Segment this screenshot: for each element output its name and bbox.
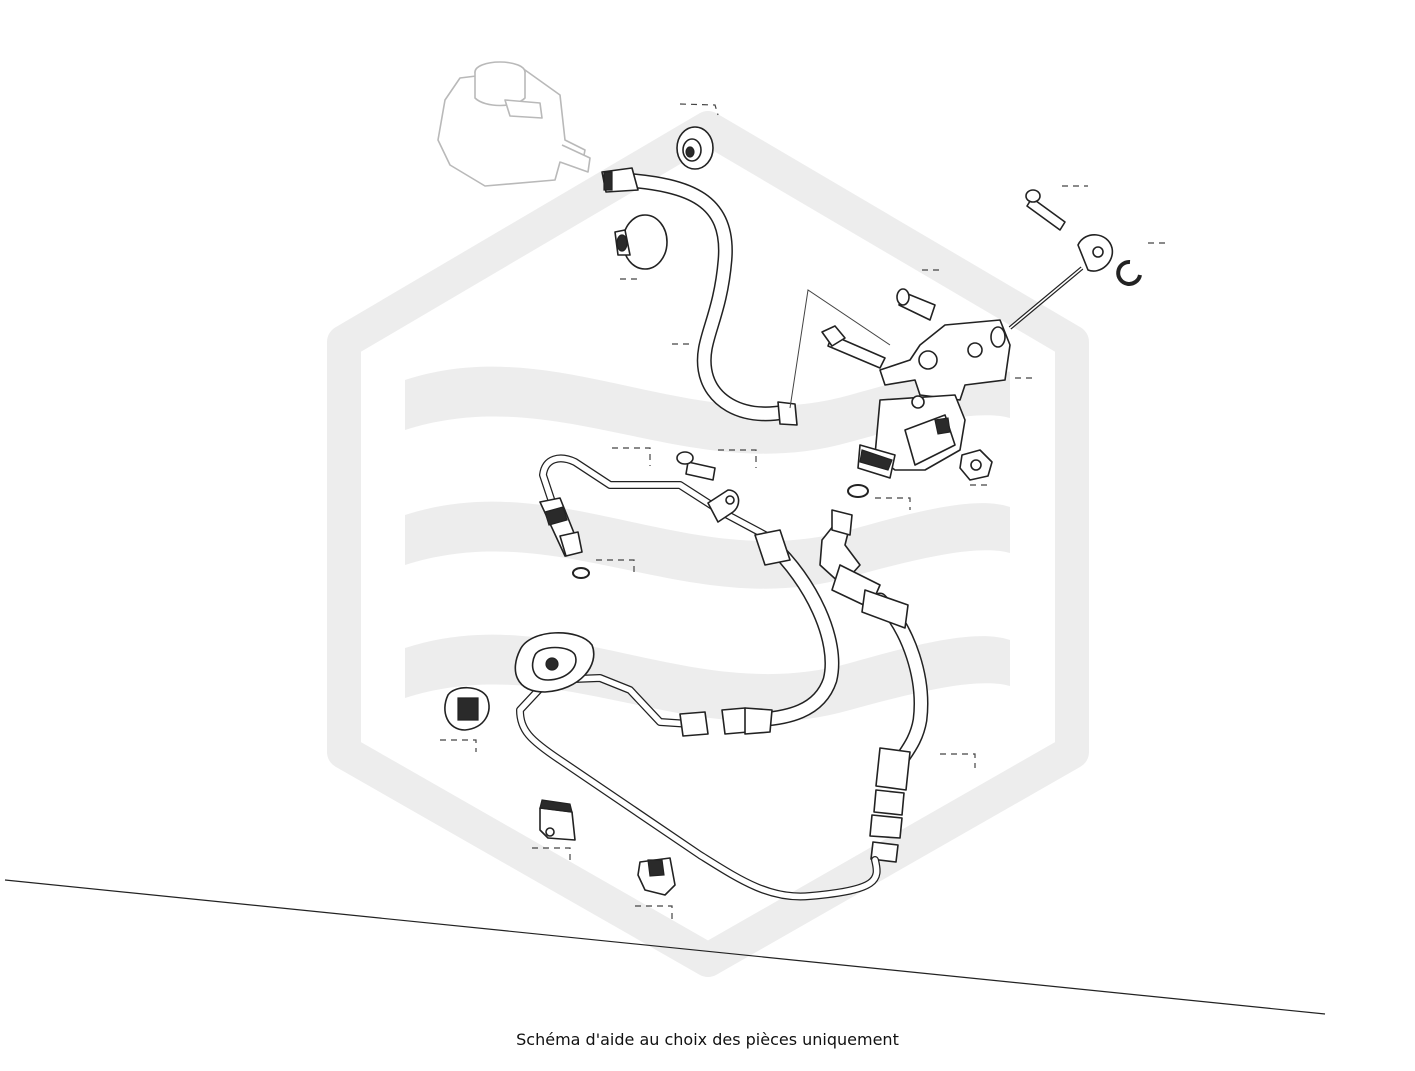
lower-pipe (516, 674, 881, 901)
baseline (4, 879, 1326, 1015)
pin-bolt-icon (1025, 189, 1066, 231)
mount-bolt-icon (896, 288, 936, 321)
oval-grommet-icon (514, 632, 595, 693)
center-hose (721, 529, 840, 735)
supply-hose (601, 167, 798, 426)
o-ring-1-icon (847, 484, 869, 498)
double-clip-icon (637, 857, 676, 896)
left-pipe (539, 454, 769, 557)
right-hose (819, 509, 929, 863)
callout-lines (440, 103, 1168, 920)
long-bolt-icon (821, 325, 886, 369)
nut-icon (959, 449, 993, 481)
pipe-clip-icon (539, 799, 576, 841)
grommet-top-icon (676, 126, 714, 170)
circlip-icon (1116, 259, 1142, 286)
rubber-clip-icon (444, 686, 490, 731)
hexagon-logo-icon (327, 111, 1089, 977)
clevis-rod-icon (1008, 234, 1114, 330)
grommet-plug-icon (614, 214, 668, 270)
master-cylinder-icon (857, 319, 1011, 479)
diagram-caption: Schéma d'aide au choix des pièces unique… (516, 1030, 899, 1049)
bolt-small-icon (676, 451, 716, 481)
bracket-clip-icon (707, 489, 740, 523)
o-ring-2-icon (572, 567, 590, 579)
fluid-reservoir-icon (437, 61, 591, 187)
